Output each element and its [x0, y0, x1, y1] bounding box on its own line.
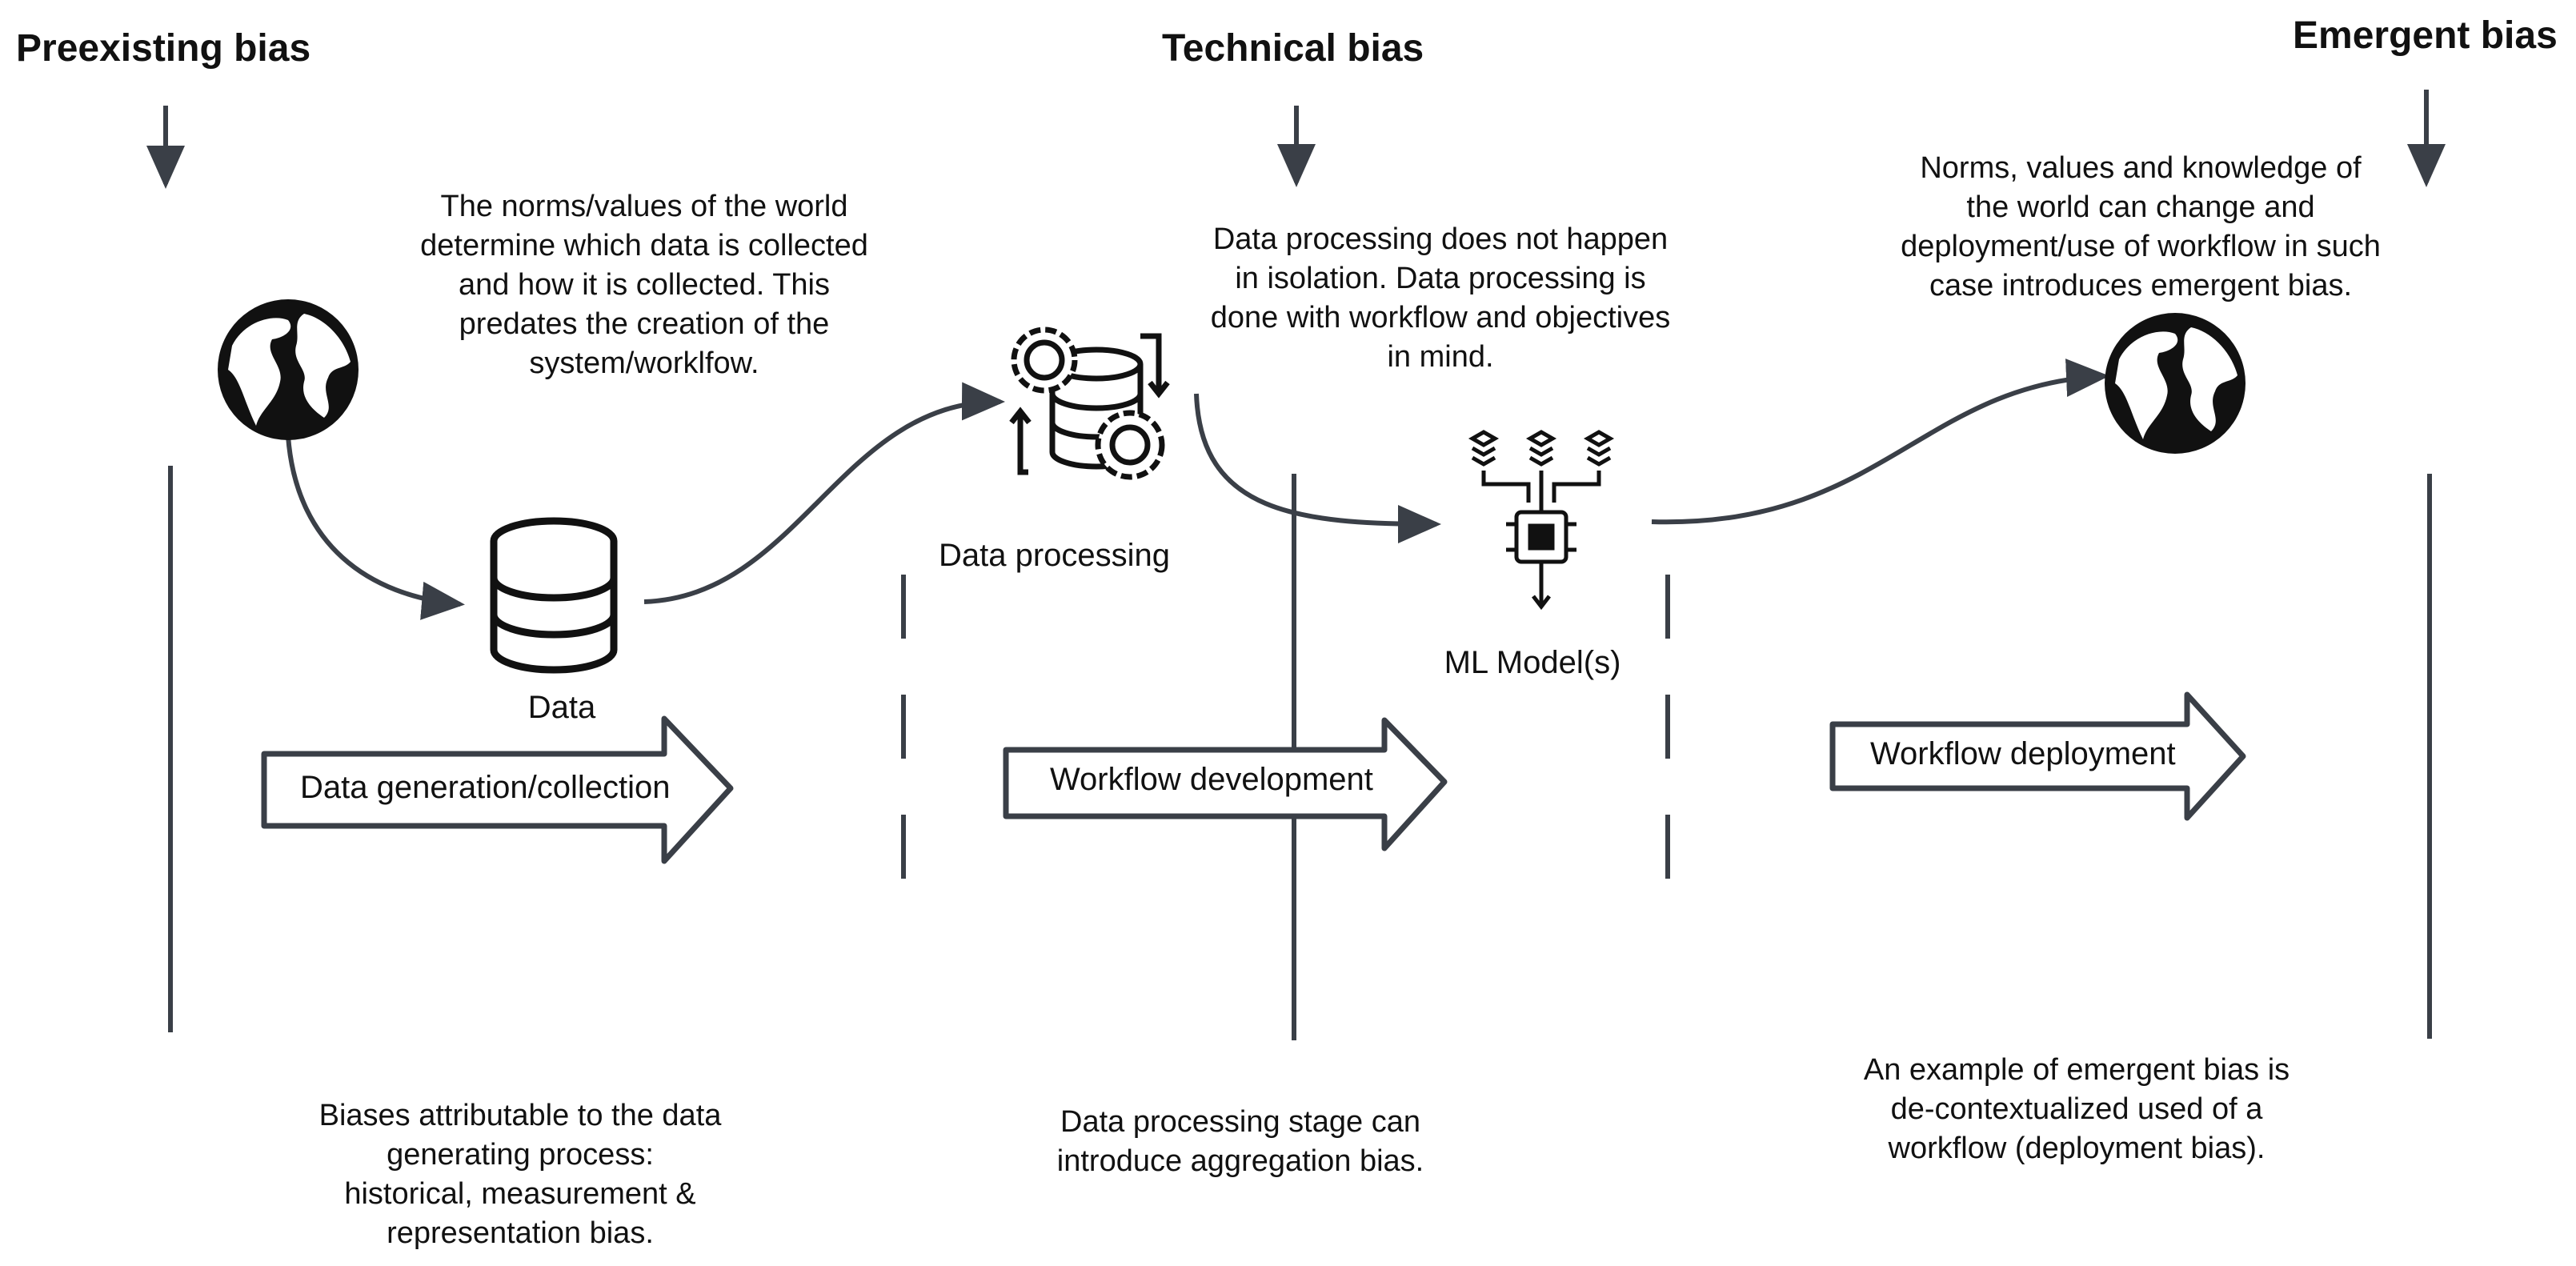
gears-database-icon: [1009, 327, 1170, 480]
heading-emergent-bias: Emergent bias: [2293, 14, 2558, 57]
connector-model-to-world: [1651, 359, 2109, 525]
description-norms-change: Norms, values and knowledge of the world…: [1901, 151, 2381, 302]
database-icon: [490, 517, 618, 674]
node-label-data: Data: [527, 690, 596, 725]
footnote-emergent: An example of emergent bias is de-contex…: [1863, 1053, 2290, 1165]
stage-label-generation: Data generation/collection: [300, 770, 671, 805]
stage-label-deployment: Workflow deployment: [1870, 736, 2176, 771]
connector-world-to-data: [286, 435, 465, 620]
flow-connectors: [286, 359, 2109, 620]
heading-down-arrows: [146, 90, 2446, 189]
stage-label-development: Workflow development: [1050, 762, 1373, 797]
node-label-ml-model: ML Model(s): [1444, 645, 1621, 680]
chip-layers-icon: [1468, 430, 1615, 611]
stage-arrow-generation: [261, 715, 734, 864]
stage-arrow-development: [1003, 717, 1448, 851]
stage-arrow-deployment: [1829, 691, 2246, 821]
node-label-data-processing: Data processing: [938, 538, 1171, 573]
globe-icon: [218, 299, 359, 440]
stage-arrows: [261, 691, 2246, 864]
globe-icon: [2105, 313, 2245, 454]
footnote-preexisting: Biases attributable to the data generati…: [318, 1099, 722, 1250]
description-processing-isolation: Data processing does not happen in isola…: [1210, 222, 1671, 374]
connector-data-to-processing: [643, 382, 1005, 604]
description-norms-world: The norms/values of the world determine …: [420, 190, 868, 380]
heading-preexisting-bias: Preexisting bias: [16, 27, 311, 70]
heading-technical-bias: Technical bias: [1162, 27, 1424, 70]
footnote-technical: Data processing stage can introduce aggr…: [1056, 1105, 1424, 1178]
connector-processing-to-model: [1194, 393, 1441, 543]
